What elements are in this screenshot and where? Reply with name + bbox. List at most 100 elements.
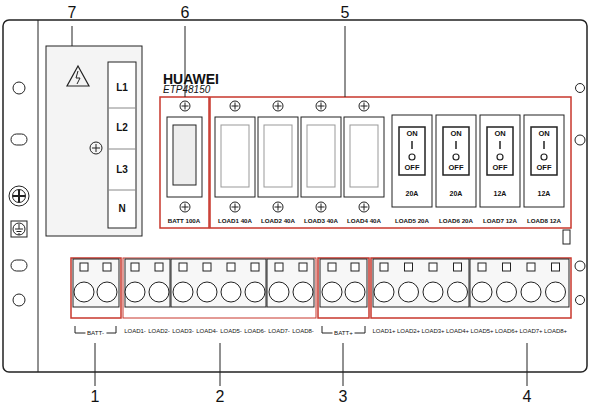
terminal-screw-access <box>275 263 283 271</box>
mounting-slot <box>11 260 27 271</box>
terminal-screw-access <box>429 263 437 271</box>
panel-label: ON <box>494 130 505 138</box>
panel-label: LOAD6 20A <box>439 218 473 224</box>
screw-cross <box>275 204 282 211</box>
breaker-screw <box>359 202 369 212</box>
breaker-screw <box>316 101 326 111</box>
panel-label: L2 <box>116 123 128 133</box>
panel-label: LOAD5+ <box>470 328 493 334</box>
on-mark <box>455 141 457 149</box>
cover-screw <box>90 142 102 154</box>
panel-label: LOAD3 40A <box>304 218 338 224</box>
latch <box>563 230 570 244</box>
ac-input-cover <box>46 46 142 236</box>
terminal-hole <box>125 282 145 302</box>
terminal-hole <box>97 282 117 302</box>
terminal-block <box>470 259 569 307</box>
panel-label: LOAD6- <box>244 328 266 334</box>
callout-number: 5 <box>341 5 350 21</box>
terminal-hole <box>173 282 193 302</box>
off-mark <box>497 154 503 160</box>
small-breaker <box>480 115 520 207</box>
screw-cross <box>92 144 100 152</box>
terminal-screw-access <box>251 263 259 271</box>
load-breaker <box>258 117 298 197</box>
panel-label: ON <box>538 130 549 138</box>
panel-label: LOAD8 12A <box>527 218 561 224</box>
panel-label: 20A <box>450 190 463 197</box>
load-breaker <box>215 117 255 197</box>
panel-label: LOAD1+ <box>372 328 395 334</box>
off-mark <box>541 154 547 160</box>
terminal-block <box>171 259 266 307</box>
off-mark <box>453 154 459 160</box>
panel-label: LOAD1- <box>124 328 146 334</box>
ground-symbol <box>11 221 27 237</box>
terminal-screw-access <box>503 263 511 271</box>
panel-label: LOAD2- <box>148 328 170 334</box>
panel-label: BATT- <box>85 330 106 336</box>
terminal-hole <box>293 282 313 302</box>
terminal-screw-access <box>380 263 388 271</box>
terminal-screw-access <box>328 263 336 271</box>
mounting-slot <box>11 134 27 145</box>
breaker-face <box>350 125 378 187</box>
terminal-screw-access <box>80 263 88 271</box>
mounting-hole <box>576 84 585 93</box>
terminal-screw-access <box>527 263 535 271</box>
terminal-block <box>73 259 119 307</box>
terminal-screw-access <box>179 263 187 271</box>
ground-screw <box>13 190 26 203</box>
terminal-hole <box>546 282 566 302</box>
load-breaker <box>344 117 384 197</box>
terminal-screw-access <box>454 263 462 271</box>
terminal-block <box>373 259 469 307</box>
leader-line <box>220 343 221 386</box>
terminal-hole <box>448 282 468 302</box>
panel-label: HUAWEI <box>163 72 219 86</box>
panel-label: LOAD4+ <box>446 328 469 334</box>
mounting-hole <box>576 296 585 305</box>
rocker-switch <box>443 127 469 175</box>
panel-label: LOAD7+ <box>519 328 542 334</box>
ground-screw <box>9 186 29 206</box>
terminal-screw-access <box>351 263 359 271</box>
terminal-hole <box>74 282 94 302</box>
panel-label: LOAD3+ <box>421 328 444 334</box>
terminal-screw-access <box>478 263 486 271</box>
panel-label: L3 <box>116 165 128 175</box>
callout-number: 2 <box>216 389 225 405</box>
panel-label: LOAD4 40A <box>347 218 381 224</box>
warning-triangle <box>67 66 89 86</box>
mounting-ear-edge <box>38 20 39 372</box>
breaker-face <box>307 125 335 187</box>
panel-label: LOAD1 40A <box>218 218 252 224</box>
breaker-screw <box>180 202 190 212</box>
screw-cross <box>232 204 239 211</box>
terminal-screw-access <box>155 263 163 271</box>
terminal-screw-access <box>203 263 211 271</box>
battery-breaker-frame <box>160 97 209 228</box>
small-breaker <box>524 115 564 207</box>
terminal-screw-access <box>103 263 111 271</box>
mounting-slot <box>575 135 585 145</box>
terminal-screw-access <box>227 263 235 271</box>
terminal-block <box>267 259 314 307</box>
leader-line <box>527 343 528 386</box>
panel-label: 12A <box>538 190 551 197</box>
rocker-switch <box>531 127 557 175</box>
callout-number: 4 <box>523 389 532 405</box>
callout-number: 3 <box>339 389 348 405</box>
battery-positive-frame <box>318 258 369 318</box>
callout-number: 6 <box>181 5 190 21</box>
terminal-hole <box>399 282 419 302</box>
callout-number: 7 <box>68 5 77 21</box>
terminal-hole <box>423 282 443 302</box>
rocker-switch <box>399 127 425 175</box>
panel-label: LOAD6+ <box>495 328 518 334</box>
screw-cross <box>182 103 189 110</box>
panel-label: LOAD5- <box>220 328 242 334</box>
breaker-screw <box>230 202 240 212</box>
terminal-hole <box>322 282 342 302</box>
panel-label: ETP48150 <box>163 85 210 95</box>
